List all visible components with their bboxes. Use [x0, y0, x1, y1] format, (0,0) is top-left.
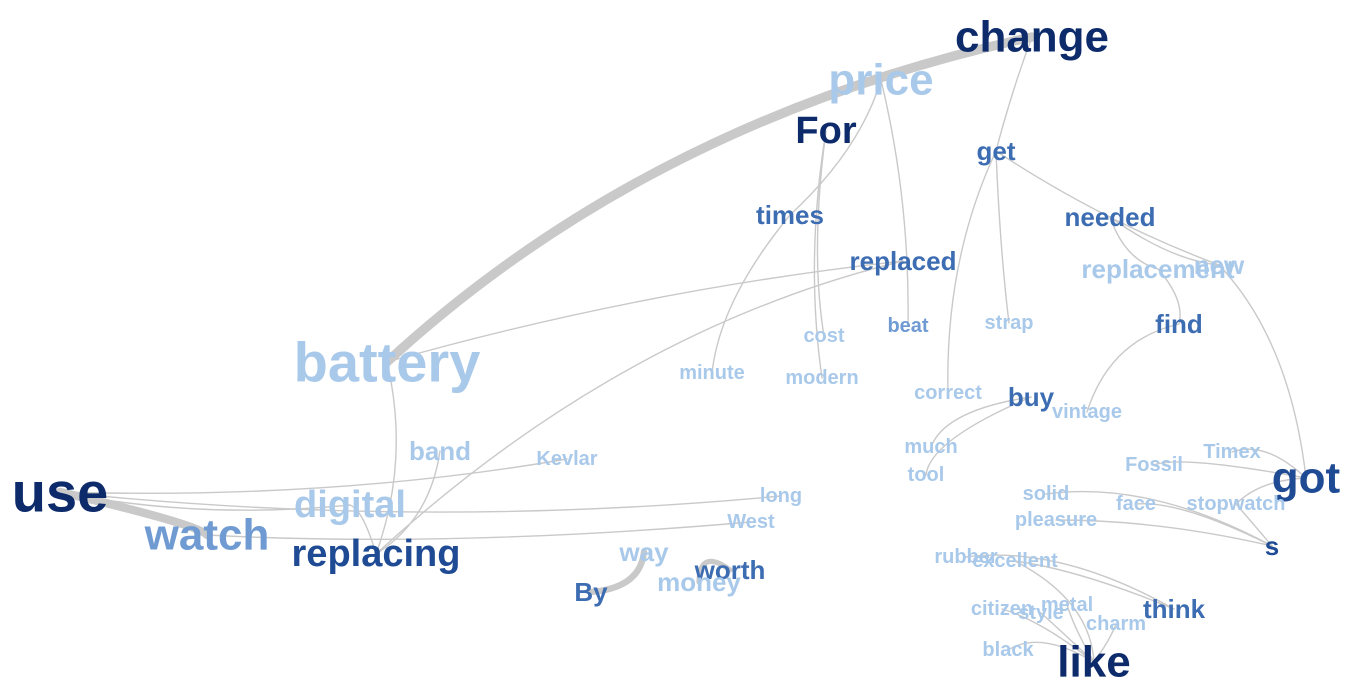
word-face: face — [1116, 493, 1156, 515]
edge-replaced-battery — [386, 260, 904, 363]
word-get: get — [977, 136, 1016, 166]
edge-get-new — [995, 150, 1220, 266]
edge-needed-replacement — [1109, 216, 1159, 270]
word-replacing: replacing — [292, 533, 461, 575]
edge-replaced-replacing — [375, 260, 904, 555]
word-replacement: replacement — [1081, 254, 1235, 284]
edge-got-fossil — [1153, 461, 1307, 479]
edge-like-charm — [1093, 623, 1117, 663]
word-modern: modern — [785, 367, 858, 389]
edge-use-watch — [55, 487, 212, 540]
word-pleasure: pleasure — [1015, 509, 1097, 531]
word-new: new — [1194, 250, 1245, 280]
word-vintage: vintage — [1052, 401, 1122, 423]
edge-think-excellent — [1014, 560, 1175, 610]
word-way: way — [618, 537, 669, 567]
edge-like-metal — [1066, 604, 1095, 663]
edge-s-pleasure — [1055, 519, 1273, 547]
edge-find-vintage — [1086, 323, 1180, 413]
word-needed: needed — [1064, 202, 1155, 232]
word-excellent: excellent — [972, 550, 1058, 572]
word-cost: cost — [803, 325, 844, 347]
edge-change-battery — [382, 32, 1037, 367]
word-use: use — [12, 461, 109, 524]
edge-buy-tool — [925, 396, 1032, 476]
word-find: find — [1155, 309, 1203, 339]
edge-replacing-digital — [349, 504, 377, 555]
word-worth: worth — [694, 555, 766, 585]
edge-s-solid — [1045, 490, 1273, 547]
edge-s-stopwatch — [1235, 503, 1273, 547]
word-by: By — [574, 577, 608, 607]
word-citizen: citizen — [971, 598, 1033, 620]
word-minute: minute — [679, 362, 745, 384]
edge-needed-new — [1109, 216, 1220, 266]
word-for: For — [795, 110, 856, 152]
word-change: change — [955, 13, 1109, 62]
word-fossil: Fossil — [1125, 454, 1183, 476]
edge-by-way — [587, 548, 648, 596]
word-price: price — [828, 56, 933, 105]
word-watch: watch — [144, 511, 270, 560]
edge-think-rubber — [965, 554, 1175, 610]
edge-price-times — [789, 79, 882, 216]
edge-like-citizen — [1001, 608, 1095, 663]
edge-use-digital — [59, 491, 351, 511]
word-think: think — [1143, 594, 1206, 624]
word-buy: buy — [1008, 382, 1055, 412]
word-metal: metal — [1041, 594, 1093, 616]
edge-like-style — [1040, 612, 1095, 663]
word-style: style — [1018, 602, 1064, 624]
word-timex: Timex — [1203, 441, 1260, 463]
edge-battery-replacing — [375, 361, 397, 555]
edge-change-get — [995, 36, 1033, 152]
edge-s-face — [1135, 502, 1273, 547]
edge-use-kevlar — [59, 458, 568, 495]
edge-times-minute — [711, 214, 791, 374]
word-black: black — [982, 639, 1034, 661]
word-stopwatch: stopwatch — [1187, 493, 1286, 515]
word-money: money — [657, 567, 741, 597]
word-rubber: rubber — [934, 546, 998, 568]
edge-got-stopwatch — [1235, 477, 1307, 505]
edge-for-cost — [816, 130, 827, 337]
word-band: band — [409, 436, 471, 466]
edge-like-black — [1007, 641, 1095, 663]
edge-watch-west — [206, 521, 752, 541]
word-strap: strap — [985, 312, 1034, 334]
edge-new-got — [1218, 264, 1307, 479]
word-like: like — [1057, 638, 1130, 686]
word-beat: beat — [887, 315, 928, 337]
edge-money-worth — [696, 558, 733, 585]
edge-price-beat — [880, 79, 909, 327]
edge-like-excellent — [1014, 560, 1095, 663]
word-s: s — [1265, 531, 1279, 561]
edge-buy-much — [930, 396, 1032, 448]
edge-get-strap — [995, 150, 1010, 324]
edge-get-correct — [947, 150, 997, 394]
word-replaced: replaced — [850, 246, 957, 276]
edge-layer — [55, 32, 1307, 663]
word-solid: solid — [1023, 483, 1070, 505]
word-tool: tool — [908, 464, 945, 486]
edge-for-modern — [813, 130, 827, 379]
edge-find-replacement — [1157, 268, 1181, 325]
word-battery: battery — [294, 331, 481, 394]
word-much: much — [904, 436, 957, 458]
word-got: got — [1272, 454, 1341, 503]
word-digital: digital — [294, 484, 406, 526]
edge-use-long — [59, 491, 782, 513]
edge-got-timex — [1231, 448, 1307, 479]
word-correct: correct — [914, 382, 982, 404]
word-kevlar: Kevlar — [536, 448, 597, 470]
word-times: times — [756, 200, 824, 230]
word-long: long — [760, 485, 802, 507]
edge-band-replacing — [375, 450, 441, 555]
word-charm: charm — [1086, 613, 1146, 635]
word-west: West — [727, 511, 775, 533]
